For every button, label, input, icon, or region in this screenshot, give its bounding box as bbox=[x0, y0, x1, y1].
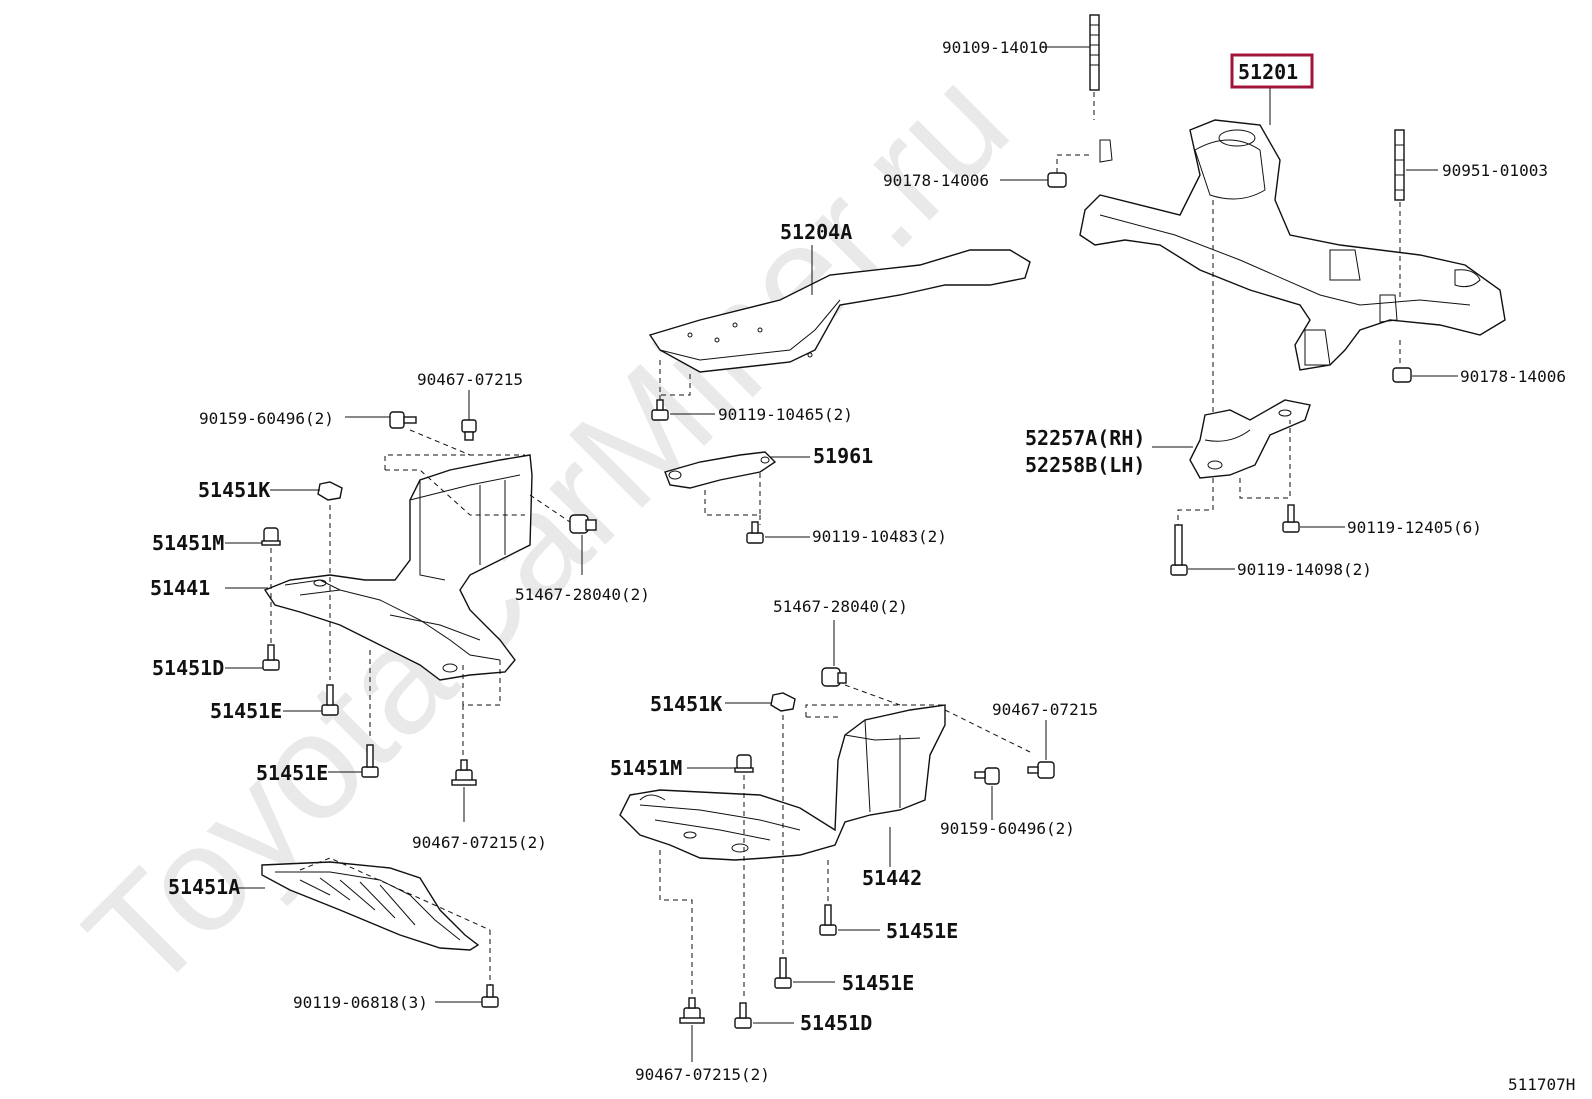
label-90119-10483: 90119-10483(2) bbox=[812, 527, 947, 546]
label-51204A: 51204A bbox=[780, 220, 852, 244]
stud-bolt-90109-14010[interactable] bbox=[1089, 14, 1100, 91]
label-51451K-a: 51451K bbox=[198, 478, 270, 502]
clip-90467-07215-left[interactable] bbox=[461, 419, 477, 441]
label-90119-06818: 90119-06818(3) bbox=[293, 993, 428, 1012]
label-51451K-b: 51451K bbox=[650, 692, 722, 716]
highlight-box-51201 bbox=[1230, 53, 1314, 89]
clip-51467-28040-left[interactable] bbox=[569, 514, 597, 534]
label-51451E-c: 51451E bbox=[886, 919, 958, 943]
label-90109-14010: 90109-14010 bbox=[942, 38, 1048, 57]
label-52257A: 52257A(RH) bbox=[1025, 426, 1145, 450]
label-90467-07215-d: 90467-07215(2) bbox=[635, 1065, 770, 1084]
bolt-51451E-right-b[interactable] bbox=[774, 957, 792, 989]
label-51451D-a: 51451D bbox=[152, 656, 224, 680]
label-51442: 51442 bbox=[862, 866, 922, 890]
label-90467-07215-a: 90467-07215 bbox=[417, 370, 523, 389]
label-90119-12405: 90119-12405(6) bbox=[1347, 518, 1482, 537]
bolt-51451E-right-a[interactable] bbox=[819, 904, 837, 936]
stud-bolt-90951-01003[interactable] bbox=[1394, 129, 1405, 201]
engine-under-cover-51441[interactable] bbox=[263, 454, 533, 681]
label-90178-14006-a: 90178-14006 bbox=[883, 171, 989, 190]
bracket-51961[interactable] bbox=[664, 451, 777, 489]
label-90178-14006-b: 90178-14006 bbox=[1460, 367, 1566, 386]
clip-51451K-left[interactable] bbox=[317, 481, 343, 501]
label-51451M-a: 51451M bbox=[152, 531, 224, 555]
bolt-90159-60496-right[interactable] bbox=[974, 767, 1000, 785]
nut-90178-14006-right[interactable] bbox=[1392, 367, 1412, 383]
clip-90467-07215-left-pair[interactable] bbox=[451, 759, 477, 786]
label-51467-28040-a: 51467-28040(2) bbox=[515, 585, 650, 604]
nut-90178-14006-left[interactable] bbox=[1047, 172, 1067, 188]
bolt-90119-12405[interactable] bbox=[1282, 504, 1300, 533]
label-51451E-a: 51451E bbox=[210, 699, 282, 723]
clip-51451K-right[interactable] bbox=[770, 692, 796, 712]
label-51961: 51961 bbox=[813, 444, 873, 468]
bolt-90119-10483[interactable] bbox=[746, 521, 764, 544]
label-90951-01003: 90951-01003 bbox=[1442, 161, 1548, 180]
bolt-90119-06818[interactable] bbox=[481, 984, 499, 1008]
label-90467-07215-b: 90467-07215 bbox=[992, 700, 1098, 719]
clip-51467-28040-right[interactable] bbox=[821, 667, 847, 687]
clip-90467-07215-right[interactable] bbox=[1027, 761, 1055, 779]
bolt-90159-60496-left[interactable] bbox=[389, 411, 417, 429]
label-51201: 51201 bbox=[1238, 60, 1298, 84]
label-51451E-b: 51451E bbox=[256, 761, 328, 785]
bolt-90119-10465[interactable] bbox=[651, 399, 669, 421]
label-51441: 51441 bbox=[150, 576, 210, 600]
label-90467-07215-c: 90467-07215(2) bbox=[412, 833, 547, 852]
clip-51451M-right[interactable] bbox=[734, 754, 754, 773]
label-51451M-b: 51451M bbox=[610, 756, 682, 780]
bracket-52257A-52258B[interactable] bbox=[1189, 399, 1311, 479]
label-90119-10465: 90119-10465(2) bbox=[718, 405, 853, 424]
bolt-90119-14098[interactable] bbox=[1170, 524, 1188, 576]
brace-51204A[interactable] bbox=[648, 249, 1031, 373]
label-90159-60496-a: 90159-60496(2) bbox=[199, 409, 334, 428]
bolt-51451D-right[interactable] bbox=[734, 1002, 752, 1029]
label-90159-60496-b: 90159-60496(2) bbox=[940, 819, 1075, 838]
label-51451A: 51451A bbox=[168, 875, 240, 899]
label-90119-14098: 90119-14098(2) bbox=[1237, 560, 1372, 579]
clip-51451M-left[interactable] bbox=[261, 527, 281, 546]
diagram-code: 511707H bbox=[1508, 1075, 1575, 1094]
bolt-51451D-left[interactable] bbox=[262, 644, 280, 671]
cover-51451A[interactable] bbox=[261, 861, 480, 951]
front-crossmember-51201[interactable] bbox=[1079, 119, 1506, 371]
clip-90467-07215-right-pair[interactable] bbox=[679, 997, 705, 1024]
label-52258B: 52258B(LH) bbox=[1025, 453, 1145, 477]
engine-under-cover-51442[interactable] bbox=[619, 704, 946, 861]
label-51451E-d: 51451E bbox=[842, 971, 914, 995]
label-51467-28040-b: 51467-28040(2) bbox=[773, 597, 908, 616]
bolt-51451E-left-a[interactable] bbox=[321, 684, 339, 716]
label-51451D-b: 51451D bbox=[800, 1011, 872, 1035]
